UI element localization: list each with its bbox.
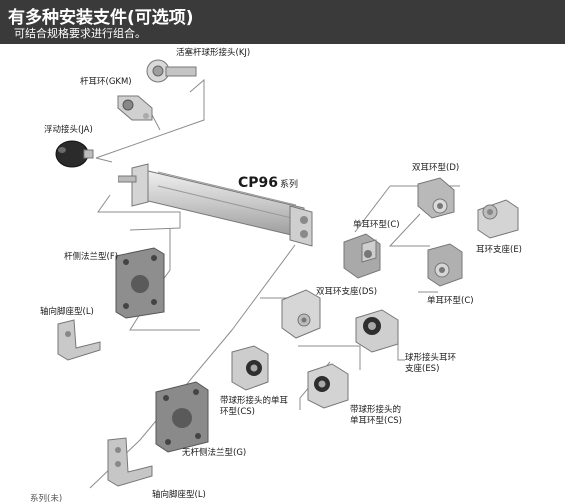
connector-kj <box>95 78 205 159</box>
connector-d-c <box>388 213 430 247</box>
label-cs-right-line1: 带球形接头的 <box>350 405 402 415</box>
connector-diag-main <box>231 244 296 331</box>
header-banner: 有多种安装支件(可选项) 可结合规格要求进行组合。 <box>0 0 565 44</box>
gkm-rod-eye-part <box>117 95 153 121</box>
connector-cs-right <box>298 345 361 370</box>
es-spherical-bracket-part <box>355 309 399 353</box>
label-cs-right-line2: 单耳环型(CS) <box>350 416 402 426</box>
kj-ball-joint-part <box>146 59 197 83</box>
cs-left-spherical-clevis-part <box>231 345 269 391</box>
page-subtitle: 可结合规格要求进行组合。 <box>14 27 146 40</box>
connector-cylinder-top <box>95 157 113 163</box>
series-model: CP96 <box>238 175 279 191</box>
label-d: 双耳环型(D) <box>412 163 460 173</box>
label-g: 无杆侧法兰型(G) <box>182 448 247 458</box>
label-f: 杆侧法兰型(F) <box>64 252 119 262</box>
label-gkm: 杆耳环(GKM) <box>80 77 132 87</box>
label-es-line2: 支座(ES) <box>405 364 440 374</box>
c-single-clevis-lower-part <box>427 243 463 287</box>
label-es-line1: 球形接头耳环 <box>405 353 457 363</box>
connector-right-d2 <box>354 185 391 233</box>
label-cs-left-line2: 环型(CS) <box>220 407 255 417</box>
ja-floating-joint-part <box>55 140 94 168</box>
label-l-upper: 轴向脚座型(L) <box>40 307 94 317</box>
label-cut-off: 系列(未) <box>30 494 63 502</box>
label-c-lower: 单耳环型(C) <box>427 296 474 306</box>
f-rod-flange-part <box>115 247 165 319</box>
label-cs-left-line1: 带球形接头的单耳 <box>220 396 289 406</box>
page-title: 有多种安装支件(可选项) <box>8 8 194 28</box>
label-kj: 活塞杆球形接头(KJ) <box>176 48 251 58</box>
g-head-flange-part <box>155 381 209 453</box>
connector-left-tree <box>97 194 181 231</box>
l-foot-upper-part <box>57 319 101 361</box>
label-ds: 双耳环支座(DS) <box>316 287 378 297</box>
label-ja: 浮动接头(JA) <box>44 125 93 135</box>
d-double-clevis-part <box>417 177 455 219</box>
label-e: 耳环支座(E) <box>476 245 523 255</box>
e-clevis-bracket-part <box>477 199 519 239</box>
c-single-clevis-part <box>343 233 381 279</box>
l-foot-bottom-part <box>107 437 153 487</box>
connector-diag-lower <box>89 329 233 489</box>
series-suffix: 系列 <box>280 180 299 190</box>
label-c-single: 单耳环型(C) <box>353 220 400 230</box>
ds-double-clevis-bracket-part <box>281 289 321 339</box>
label-l-bottom: 轴向脚座型(L) <box>152 490 206 500</box>
cp96-cylinder <box>118 163 313 247</box>
cs-right-spherical-clevis-part <box>307 363 349 409</box>
